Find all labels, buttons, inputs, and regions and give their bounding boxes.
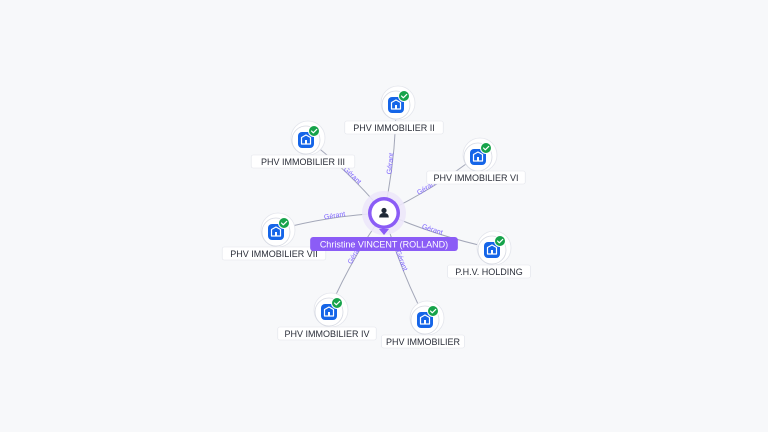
building-icon	[484, 242, 500, 258]
building-icon	[417, 312, 433, 328]
company-node-phv2[interactable]: PHV IMMOBILIER II	[344, 85, 444, 135]
center-label-background	[310, 237, 458, 251]
edge-label: Gérant	[342, 166, 362, 186]
edge-label: Gérant	[394, 250, 408, 273]
check-icon	[480, 142, 492, 154]
check-icon	[278, 217, 290, 229]
company-name: PHV IMMOBILIER VI	[433, 173, 518, 183]
company-name: PHV IMMOBILIER	[386, 337, 461, 347]
label-background	[426, 170, 526, 185]
check-icon	[398, 90, 410, 102]
check-icon	[494, 235, 506, 247]
label-background	[344, 120, 444, 135]
person-icon	[379, 207, 389, 218]
label-background	[221, 246, 327, 261]
company-name: PHV IMMOBILIER II	[353, 123, 435, 133]
company-node-phv7[interactable]: PHV IMMOBILIER VII	[221, 212, 327, 261]
check-icon	[427, 305, 439, 317]
company-label[interactable]: PHV IMMOBILIER III	[250, 154, 356, 169]
company-label[interactable]: PHV IMMOBILIER VI	[426, 170, 526, 185]
company-label[interactable]: P.H.V. HOLDING	[447, 264, 531, 279]
company-node-phv1[interactable]: PHV IMMOBILIER	[381, 300, 465, 349]
edge-label: Gérant	[386, 153, 395, 175]
center-node[interactable]: Christine VINCENT (ROLLAND)	[310, 191, 458, 251]
company-name: PHV IMMOBILIER IV	[284, 329, 369, 339]
building-icon	[268, 224, 284, 240]
company-label[interactable]: PHV IMMOBILIER II	[344, 120, 444, 135]
label-background	[381, 334, 465, 349]
nodes-layer: PHV IMMOBILIER II PHV IMMOBILIER III PHV I…	[221, 85, 531, 349]
company-node-phv4[interactable]: PHV IMMOBILIER IV	[277, 292, 377, 341]
company-node-phv6[interactable]: PHV IMMOBILIER VI	[426, 137, 526, 185]
company-label[interactable]: PHV IMMOBILIER IV	[277, 326, 377, 341]
center-pin-tip	[379, 229, 389, 235]
edge-label: Gérant	[324, 211, 346, 221]
company-node-phvh[interactable]: P.H.V. HOLDING	[447, 230, 531, 279]
company-name: PHV IMMOBILIER VII	[230, 249, 318, 259]
company-label[interactable]: PHV IMMOBILIER VII	[221, 246, 327, 261]
check-icon	[331, 297, 343, 309]
person-name: Christine VINCENT (ROLLAND)	[320, 240, 448, 250]
label-background	[250, 154, 356, 169]
label-background	[277, 326, 377, 341]
check-icon	[308, 125, 320, 137]
company-label[interactable]: PHV IMMOBILIER	[381, 334, 465, 349]
company-name: P.H.V. HOLDING	[455, 267, 523, 277]
label-background	[447, 264, 531, 279]
building-icon	[470, 149, 486, 165]
building-icon	[298, 132, 314, 148]
building-icon	[388, 97, 404, 113]
building-icon	[321, 304, 337, 320]
company-name: PHV IMMOBILIER III	[261, 157, 345, 167]
company-node-phv3[interactable]: PHV IMMOBILIER III	[250, 120, 356, 169]
edge-label: Gérant	[421, 224, 444, 237]
